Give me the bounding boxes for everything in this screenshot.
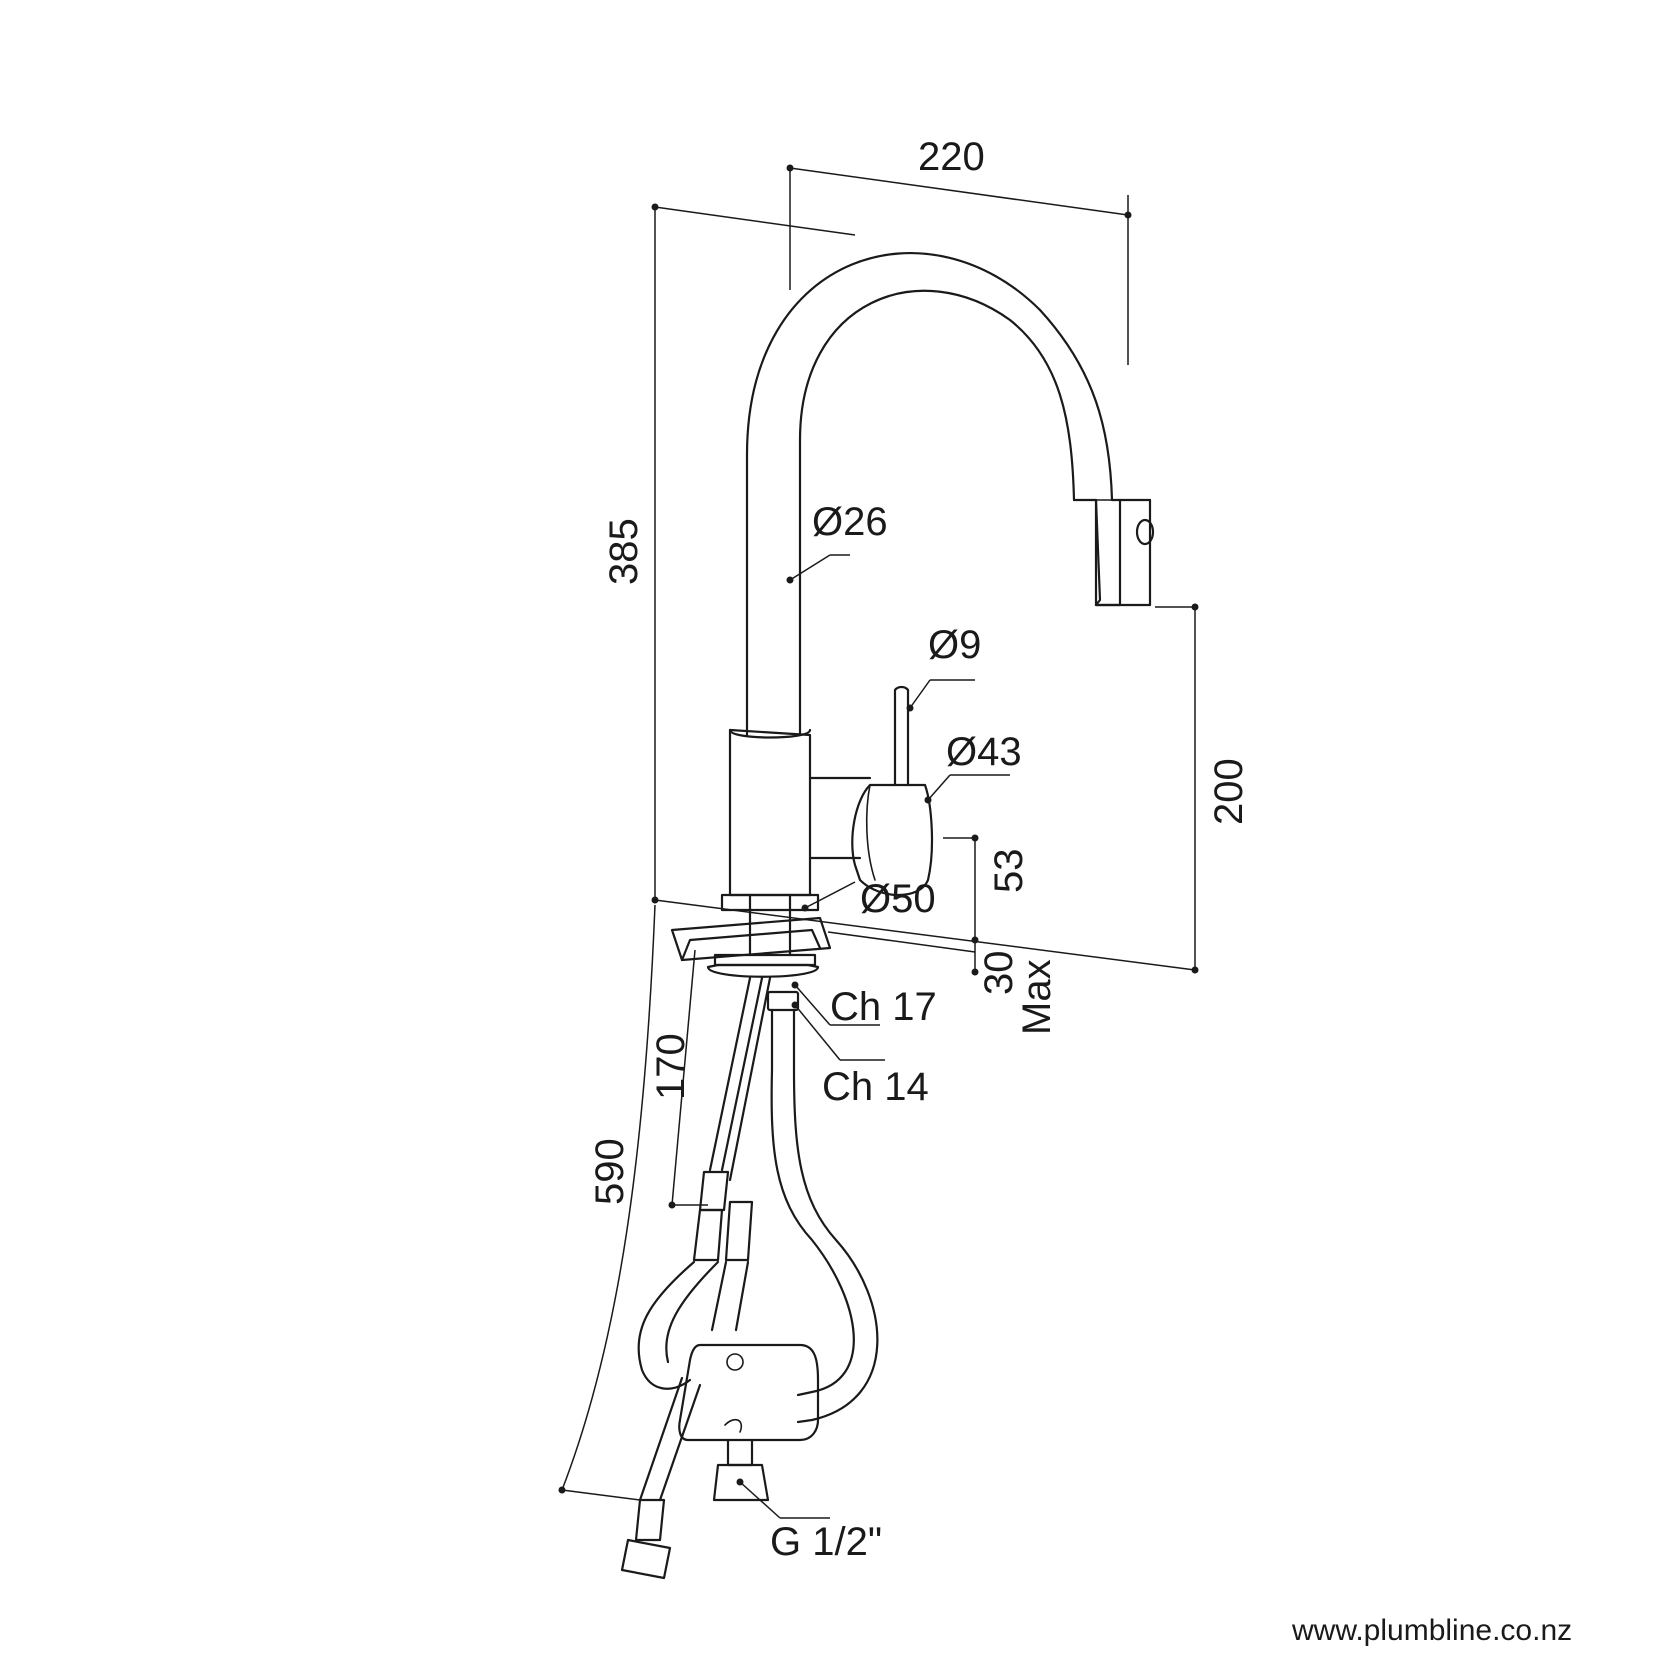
ch-14-label: Ch 14 [822, 1065, 929, 1109]
thread-label: G 1/2" [770, 1520, 882, 1564]
dimension-200-label: 200 [1207, 758, 1251, 825]
ch-17-label: Ch 17 [830, 985, 937, 1029]
mixer-handle [851, 685, 934, 897]
hoses [620, 976, 879, 1580]
diameter-9-label: Ø9 [928, 623, 981, 667]
website-url: www.plumbline.co.nz [1291, 1614, 1572, 1647]
dimension-220-label: 220 [918, 135, 985, 179]
diameter-43-label: Ø43 [946, 730, 1022, 774]
diameter-50-label: Ø50 [860, 877, 936, 921]
dim-200 [1155, 603, 1199, 974]
leaders [736, 554, 1010, 1519]
dim-170 [668, 949, 708, 1209]
dim-53-30 [827, 834, 979, 976]
mounting-shank [748, 893, 800, 1072]
diverter-valve-box [678, 1343, 820, 1502]
dim-590 [558, 904, 656, 1501]
dimension-30-label: 30 [977, 951, 1021, 996]
pull-out-spray-head [1072, 498, 1155, 607]
dimension-590-label: 590 [588, 1138, 632, 1205]
dimension-170-label: 170 [649, 1033, 693, 1100]
dimension-385-label: 385 [602, 518, 646, 585]
tap-body [728, 728, 872, 897]
dim-385 [651, 203, 1196, 971]
dim-220 [786, 164, 1132, 365]
diameter-26-label: Ø26 [812, 500, 888, 544]
dimension-53-label: 53 [987, 849, 1031, 894]
max-label: Max [1015, 959, 1059, 1035]
